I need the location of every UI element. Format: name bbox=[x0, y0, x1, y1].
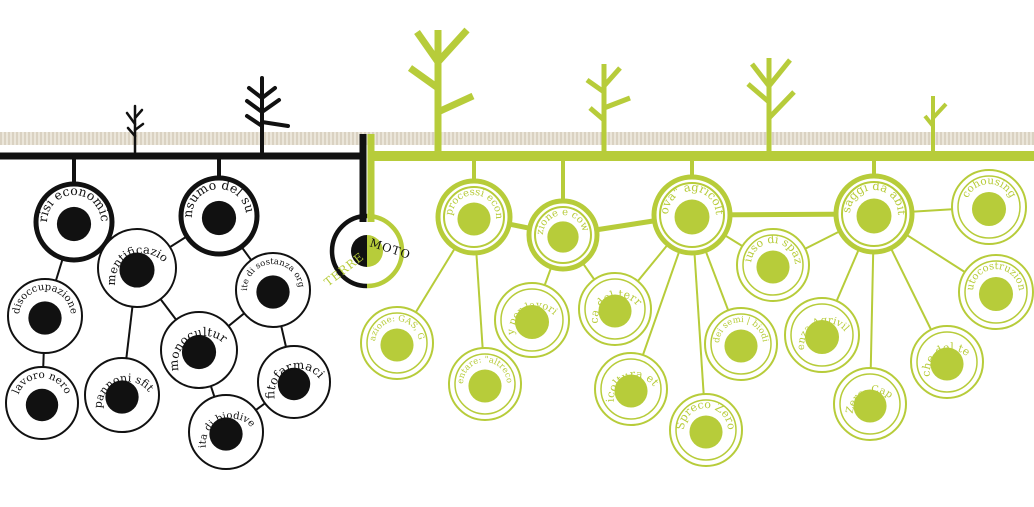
node-core bbox=[457, 202, 491, 236]
tree-icon bbox=[746, 58, 796, 152]
node-core bbox=[119, 252, 155, 288]
node-inner-ring bbox=[839, 373, 901, 435]
tree-icon bbox=[923, 96, 948, 152]
node-core bbox=[547, 221, 579, 253]
node-core bbox=[724, 329, 758, 363]
node-inner-ring bbox=[534, 206, 592, 264]
node-core bbox=[25, 388, 59, 422]
node-inner-ring bbox=[675, 399, 737, 461]
node-inner-ring bbox=[443, 186, 505, 248]
node-inner-ring bbox=[366, 312, 428, 374]
node-core bbox=[674, 199, 710, 235]
node-core bbox=[105, 380, 139, 414]
node-inner-ring bbox=[742, 234, 804, 296]
node-core bbox=[277, 367, 311, 401]
tree-icon bbox=[585, 64, 631, 152]
node-spreco: Spreco Zero bbox=[669, 393, 743, 467]
node-core bbox=[468, 369, 502, 403]
node-inner-ring bbox=[500, 288, 564, 352]
node-core bbox=[28, 301, 62, 335]
terremoto-node: TERRE MOTO bbox=[321, 213, 413, 289]
node-core bbox=[201, 200, 237, 236]
node-inner-ring bbox=[790, 303, 854, 367]
tree-icon bbox=[125, 104, 145, 154]
tree-icon bbox=[407, 27, 475, 152]
node-core bbox=[804, 319, 840, 355]
node-core bbox=[971, 191, 1007, 227]
node-core bbox=[380, 328, 414, 362]
node-fitofarmaci: fitofarmaci bbox=[257, 345, 331, 419]
node-lavoro: lavoro nero bbox=[5, 366, 79, 440]
node-core bbox=[853, 389, 887, 423]
node-core bbox=[514, 304, 550, 340]
node-core bbox=[181, 334, 217, 370]
tree-icon bbox=[245, 76, 290, 154]
node-core bbox=[756, 250, 790, 284]
node-disoccupazione: disoccupazione bbox=[7, 278, 83, 354]
node-inner-ring bbox=[964, 260, 1028, 324]
node-core bbox=[256, 275, 290, 309]
node-core bbox=[209, 417, 243, 451]
node-core bbox=[598, 294, 632, 328]
node-inner-ring bbox=[957, 175, 1021, 239]
node-core bbox=[614, 374, 648, 408]
node-core bbox=[978, 276, 1014, 312]
node-core bbox=[689, 415, 723, 449]
node-inner-ring bbox=[584, 278, 646, 340]
node-inner-ring bbox=[841, 181, 907, 247]
node-inner-ring bbox=[600, 358, 662, 420]
node-label: consumo del suolo bbox=[0, 0, 258, 218]
node-crisi: crisi economica bbox=[0, 0, 115, 263]
node-inner-ring bbox=[916, 331, 978, 393]
node-inner-ring bbox=[710, 313, 772, 375]
node-inner-ring bbox=[659, 182, 725, 248]
node-core bbox=[856, 198, 892, 234]
node-cohousing: cohousing bbox=[951, 169, 1027, 245]
node-core bbox=[56, 206, 92, 242]
node-inner-ring bbox=[454, 353, 516, 415]
node-core bbox=[930, 347, 964, 381]
ground-band bbox=[0, 132, 1034, 145]
